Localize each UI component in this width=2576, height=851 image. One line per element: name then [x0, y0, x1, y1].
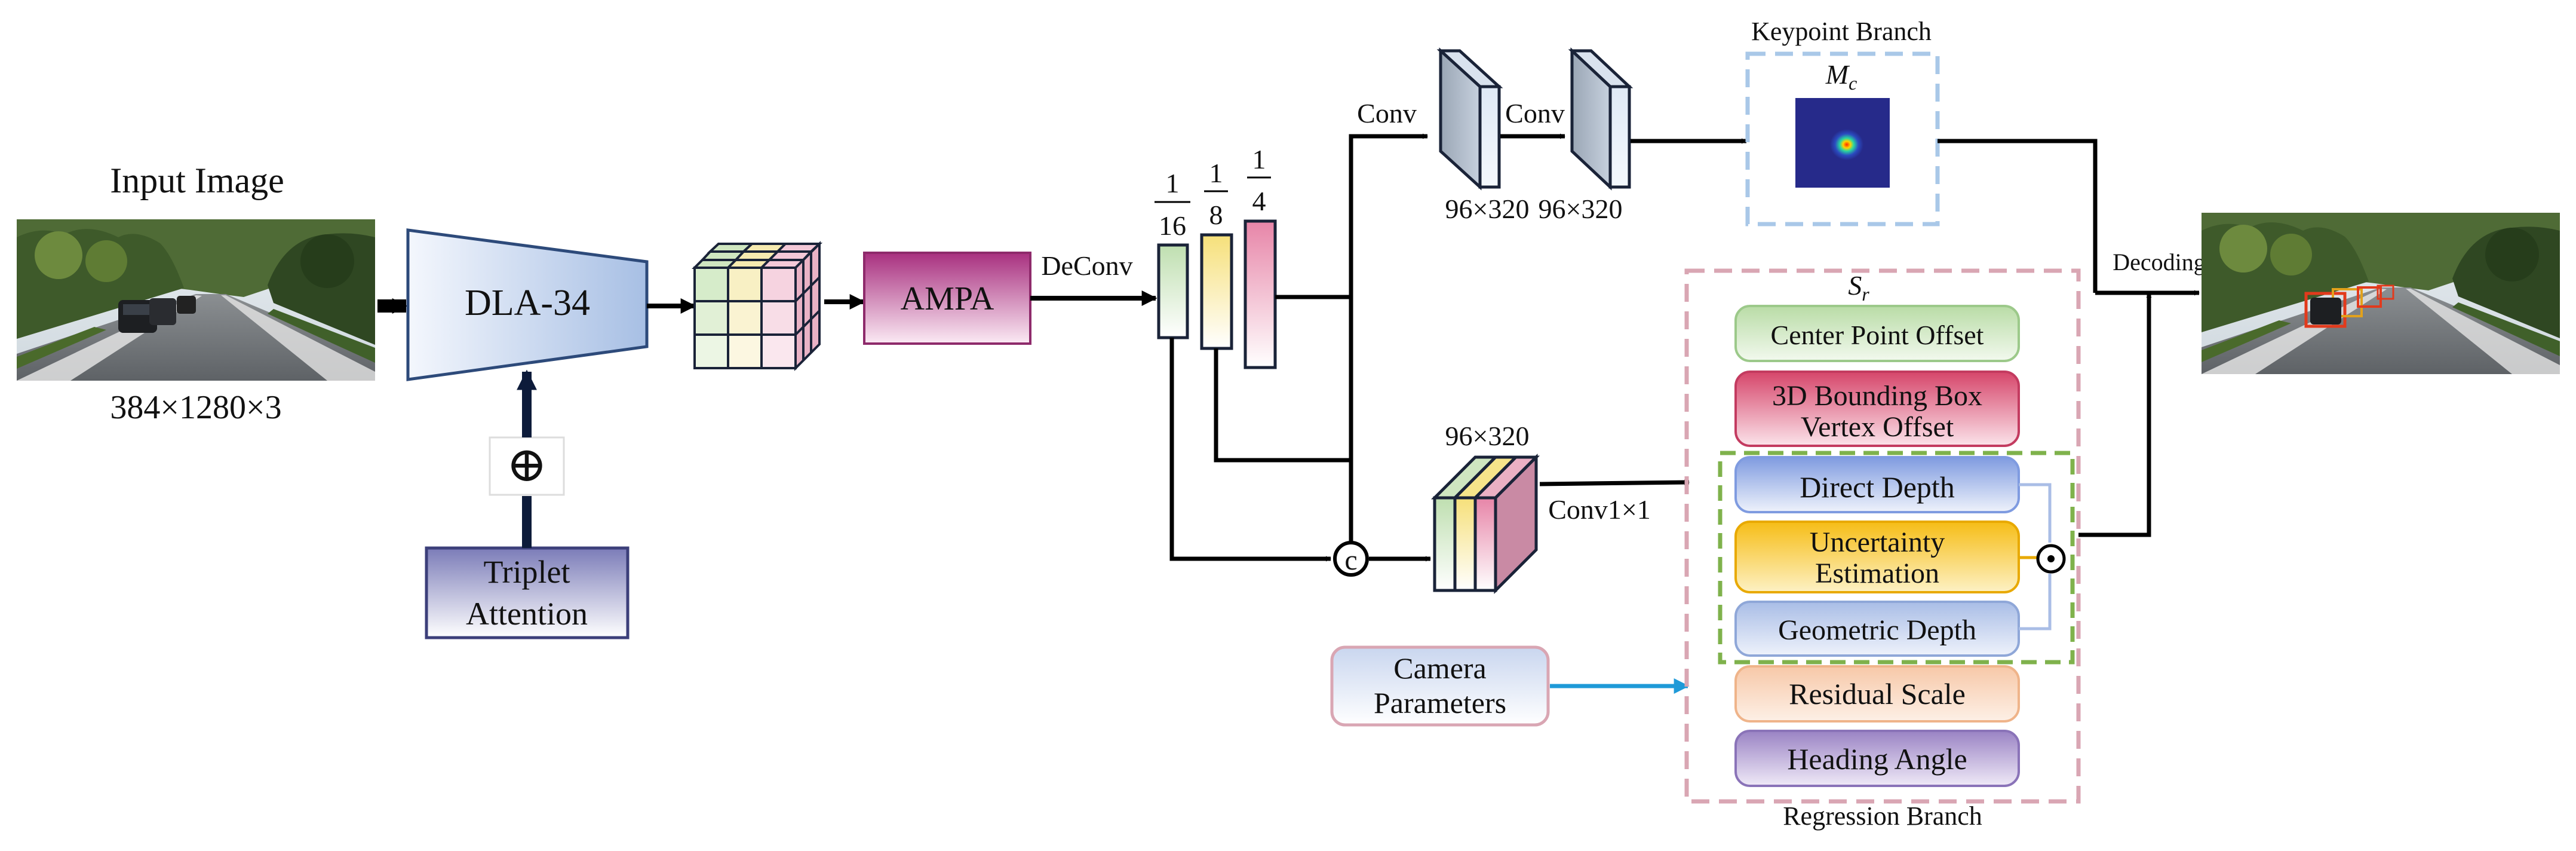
- keypoint-heatmap-peak: [1830, 129, 1863, 160]
- svg-text:1: 1: [1209, 158, 1223, 188]
- deconv-label: DeConv: [1041, 250, 1132, 281]
- input-image: [17, 219, 375, 381]
- camera-line1: Camera: [1393, 651, 1486, 685]
- backbone-block: [406, 228, 649, 381]
- conv-label-1: Conv: [1357, 98, 1417, 128]
- vertex-offset-box: [1734, 371, 2020, 447]
- heading-angle-label: Heading Angle: [1787, 742, 1967, 776]
- output-image: [2202, 213, 2560, 374]
- plus-icon: ⊕: [506, 437, 548, 492]
- dim-label-3: 96×320: [1445, 421, 1530, 451]
- dim-label-1: 96×320: [1445, 194, 1530, 224]
- scale-label-1-4: 1 4: [1247, 144, 1271, 216]
- geometric-depth-label: Geometric Depth: [1778, 614, 1976, 646]
- decoding-label: Decoding: [2113, 249, 2206, 275]
- depth-fusion-connectors: [2019, 483, 2052, 630]
- feature-map-1-4: [1244, 219, 1277, 369]
- camera-parameters-block: [1330, 645, 1550, 727]
- conv-label-2: Conv: [1505, 98, 1565, 128]
- uncertainty-line1: Uncertainty: [1810, 526, 1945, 558]
- triplet-attention-line2: Attention: [466, 596, 588, 632]
- concat-symbol: c: [1344, 544, 1357, 576]
- triplet-attention-line1: Triplet: [483, 554, 570, 590]
- concat-icon: [1333, 541, 1369, 577]
- center-point-offset-label: Center Point Offset: [1771, 320, 1984, 350]
- scale-label-1-16: 1 16: [1155, 168, 1190, 241]
- regression-branch-box: [1684, 268, 2081, 804]
- svg-text:4: 4: [1252, 186, 1266, 216]
- output-car-1: [2310, 298, 2341, 325]
- arrow-merged-to-regression: [1539, 479, 1690, 486]
- conv-block-1: [1436, 47, 1503, 191]
- regression-symbol: Sr: [1848, 270, 1869, 305]
- feature-cube-icon: [692, 241, 823, 371]
- residual-scale-box: [1734, 665, 2020, 723]
- dim-label-2: 96×320: [1539, 194, 1623, 224]
- arrow-keypoint-to-decoding: [1938, 139, 2098, 293]
- feature-map-1-16: [1157, 243, 1189, 339]
- camera-line2: Parameters: [1374, 686, 1506, 720]
- keypoint-symbol: Mc: [1825, 59, 1857, 94]
- uncertainty-line2: Estimation: [1815, 558, 1939, 589]
- heading-angle-box: [1734, 730, 2020, 787]
- ampa-block: [863, 252, 1031, 345]
- backbone-label: DLA-34: [465, 283, 590, 323]
- center-point-offset-box: [1734, 305, 2020, 362]
- direct-depth-label: Direct Depth: [1800, 470, 1955, 504]
- feature-map-1-8: [1200, 233, 1233, 350]
- arrow-regression-to-decoding: [2078, 292, 2152, 537]
- svg-text:16: 16: [1159, 210, 1186, 241]
- triplet-attention-block: [425, 546, 630, 639]
- ampa-label: AMPA: [901, 280, 994, 317]
- conv-block-2: [1568, 47, 1634, 191]
- svg-text:1: 1: [1252, 144, 1266, 175]
- depth-group-box: [1718, 451, 2075, 665]
- merged-feature-block: [1430, 453, 1540, 595]
- keypoint-branch-title: Keypoint Branch: [1751, 17, 1932, 46]
- residual-scale-label: Residual Scale: [1789, 677, 1966, 711]
- scale-label-1-8: 1 8: [1204, 158, 1228, 230]
- elementwise-product-dot: [2047, 555, 2055, 562]
- vertex-offset-line2: Vertex Offset: [1801, 411, 1954, 443]
- input-image-title: Input Image: [110, 161, 284, 200]
- regression-branch-title: Regression Branch: [1783, 801, 1982, 831]
- input-image-size: 384×1280×3: [110, 389, 281, 426]
- svg-text:1: 1: [1166, 168, 1180, 198]
- conv1x1-label: Conv1×1: [1548, 494, 1651, 525]
- output-box-1: [2304, 292, 2347, 328]
- feature-connectors: [1169, 133, 1431, 562]
- input-cars: [118, 296, 196, 333]
- plus-box: [489, 436, 565, 496]
- output-box-3: [2357, 286, 2382, 308]
- svg-text:8: 8: [1209, 200, 1223, 230]
- vertex-offset-line1: 3D Bounding Box: [1772, 380, 1982, 412]
- output-box-4: [2377, 284, 2394, 300]
